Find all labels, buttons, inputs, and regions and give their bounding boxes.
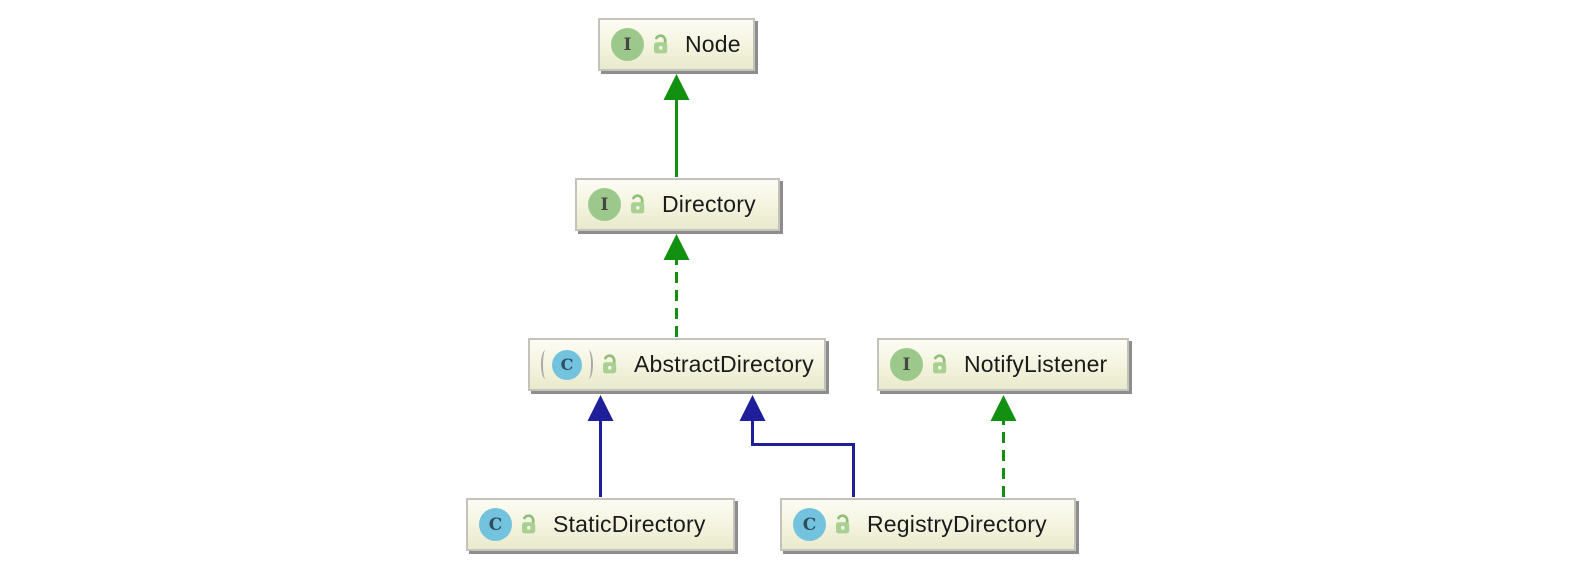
interface-letter: I: [623, 34, 632, 55]
class-node-static-directory[interactable]: C StaticDirectory: [466, 498, 735, 551]
class-name-label: Node: [685, 31, 741, 57]
class-icon: C: [479, 508, 512, 541]
class-name-label: AbstractDirectory: [634, 351, 814, 377]
unlocked-icon: [651, 33, 672, 56]
interface-letter: I: [600, 194, 609, 215]
class-name-label: NotifyListener: [964, 351, 1108, 377]
unlocked-icon: [600, 353, 621, 376]
class-node-registry-directory[interactable]: C RegistryDirectory: [780, 498, 1076, 551]
edge-abstractdirectory-implements-directory[interactable]: [663, 234, 690, 337]
class-letter: C: [560, 355, 574, 374]
edge-staticdirectory-extends-abstractdirectory[interactable]: [587, 395, 614, 497]
interface-letter: I: [902, 354, 911, 375]
abstract-class-icon: C: [541, 349, 593, 380]
class-name-label: Directory: [662, 191, 756, 217]
class-name-label: RegistryDirectory: [867, 511, 1047, 537]
edge-registrydirectory-implements-notifylistener[interactable]: [990, 395, 1017, 497]
class-node-directory[interactable]: I Directory: [575, 178, 780, 231]
class-node-notify-listener[interactable]: I NotifyListener: [877, 338, 1129, 391]
interface-icon: I: [611, 28, 644, 61]
class-node-node[interactable]: I Node: [598, 18, 755, 71]
class-name-label: StaticDirectory: [553, 511, 706, 537]
unlocked-icon: [833, 513, 854, 536]
class-letter: C: [802, 514, 817, 535]
class-letter: C: [488, 514, 503, 535]
edge-registrydirectory-extends-abstractdirectory[interactable]: [739, 395, 855, 497]
unlocked-icon: [519, 513, 540, 536]
unlocked-icon: [628, 193, 649, 216]
class-icon: C: [793, 508, 826, 541]
unlocked-icon: [930, 353, 951, 376]
abstract-paren-right: [584, 350, 593, 379]
interface-icon: I: [588, 188, 621, 221]
class-icon: C: [552, 349, 582, 380]
abstract-paren-left: [541, 350, 550, 379]
class-node-abstract-directory[interactable]: C AbstractDirectory: [528, 338, 826, 391]
edge-directory-extends-node[interactable]: [663, 74, 690, 177]
interface-icon: I: [890, 348, 923, 381]
